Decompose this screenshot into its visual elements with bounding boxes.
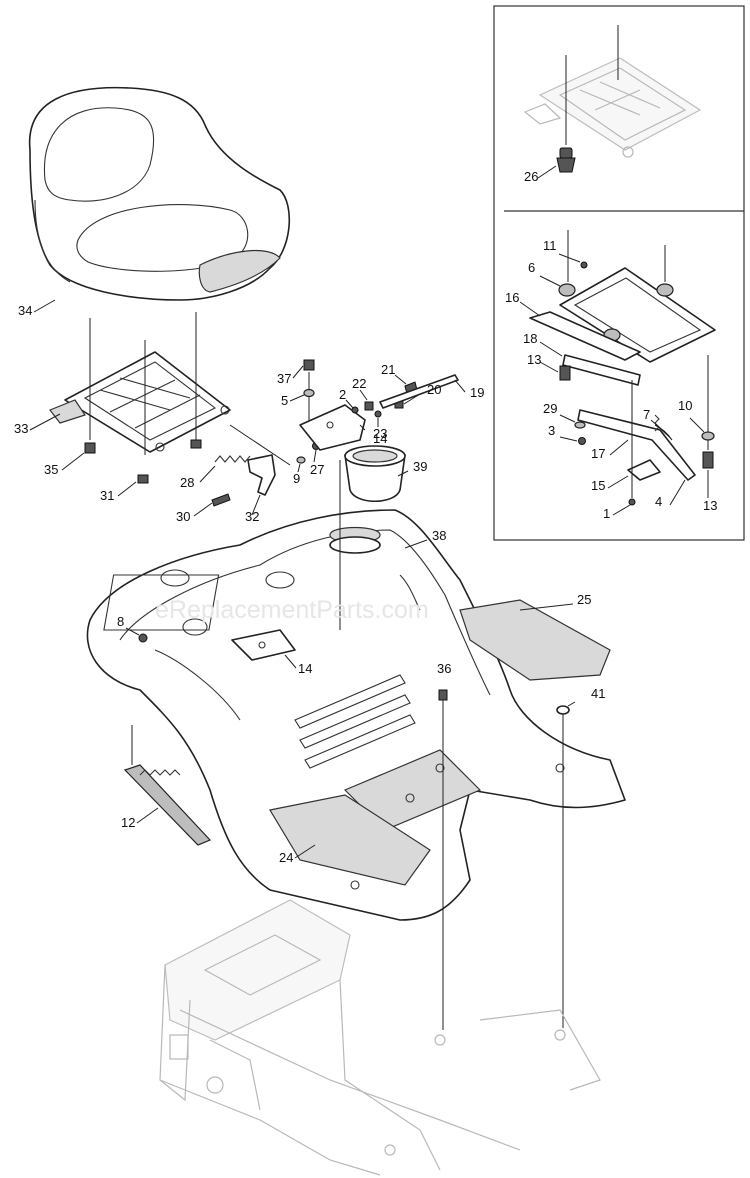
callout-c4: 4: [655, 494, 662, 509]
callout-c28: 28: [180, 475, 194, 490]
inset-seat-plate-ghost: [523, 25, 702, 158]
washer-9: [296, 456, 306, 473]
callout-c39: 39: [413, 459, 427, 474]
bracket-15: [607, 459, 661, 489]
callout-c34: 34: [18, 303, 32, 318]
callout-c10: 10: [678, 398, 692, 413]
rail-18: [539, 341, 641, 386]
fender-38: [86, 509, 626, 921]
inset-frame: [493, 5, 745, 541]
washer-29: [559, 414, 586, 429]
bolt-35: [61, 442, 96, 471]
plug-8: [125, 627, 148, 643]
callout-c14b: 14: [298, 661, 312, 676]
callout-c11: 11: [543, 238, 557, 253]
bolt-30: [193, 493, 231, 517]
spring-7: [650, 414, 661, 432]
callout-c20: 20: [427, 382, 441, 397]
callout-c5: 5: [281, 393, 288, 408]
callout-c36: 36: [437, 661, 451, 676]
callout-c35: 35: [44, 462, 58, 477]
latch-32: [247, 454, 276, 516]
callout-c30: 30: [176, 509, 190, 524]
callout-c6: 6: [528, 260, 535, 275]
bumper-12: [123, 725, 212, 846]
callout-c9: 9: [293, 471, 300, 486]
watermark: eReplacementParts.com: [155, 596, 429, 624]
bracket-14-lower: [231, 629, 297, 669]
knob-26: [537, 147, 576, 179]
callout-labels: 1346710111313151617182629258912141419202…: [14, 169, 717, 865]
cup-holder-39: [344, 445, 409, 502]
bolt-13a: [539, 361, 571, 381]
callout-c19: 19: [470, 385, 484, 400]
callout-c26: 26: [524, 169, 538, 184]
inset-seat-plate: [539, 230, 716, 363]
spring-28: [199, 424, 291, 483]
callout-c15: 15: [591, 478, 605, 493]
callout-c24: 24: [279, 850, 293, 865]
pin-2: [345, 399, 359, 414]
callout-c17: 17: [591, 446, 605, 461]
bolt-36: [438, 689, 448, 1030]
bolt-13b: [702, 355, 714, 498]
bolt-41: [556, 701, 576, 1028]
callout-c12: 12: [121, 815, 135, 830]
seat-34: [28, 86, 291, 313]
washer-5: [289, 388, 315, 402]
callout-c27: 27: [310, 462, 324, 477]
washer-10: [689, 417, 715, 441]
callout-c2: 2: [339, 387, 346, 402]
callout-c21: 21: [381, 362, 395, 377]
callout-c22: 22: [352, 376, 366, 391]
callout-c23: 23: [373, 426, 387, 441]
callout-c31: 31: [100, 488, 114, 503]
callout-c14a: 14: [373, 431, 387, 446]
pad-25: [459, 599, 611, 681]
callout-c13b: 13: [703, 498, 717, 513]
inset-panel: [493, 5, 745, 541]
callout-c25: 25: [577, 592, 591, 607]
callout-c1: 1: [603, 506, 610, 521]
callout-c33: 33: [14, 421, 28, 436]
nut-23: [374, 410, 382, 427]
callout-c37: 37: [277, 371, 291, 386]
callout-c32: 32: [245, 509, 259, 524]
slide-rail-16: [519, 301, 641, 361]
callout-c7: 7: [643, 407, 650, 422]
callout-c29: 29: [543, 401, 557, 416]
callout-c13a: 13: [527, 352, 541, 367]
bushing-22: [359, 389, 374, 411]
callout-c38: 38: [432, 528, 446, 543]
callout-c3: 3: [548, 423, 555, 438]
callout-c18: 18: [523, 331, 537, 346]
shaft-19: [379, 374, 466, 409]
lever-17: [577, 409, 696, 506]
bracket-14-upper: [299, 404, 366, 451]
tractor-frame-ghost: [159, 899, 601, 1176]
callout-c8: 8: [117, 614, 124, 629]
bolt-31b: [190, 439, 202, 449]
pin-1: [612, 380, 636, 516]
nut-3: [559, 436, 586, 445]
pad-24: [269, 794, 431, 886]
bolt-31: [117, 474, 149, 497]
callout-c16: 16: [505, 290, 519, 305]
seat-pan-33: [29, 312, 231, 455]
callout-c41: 41: [591, 686, 605, 701]
